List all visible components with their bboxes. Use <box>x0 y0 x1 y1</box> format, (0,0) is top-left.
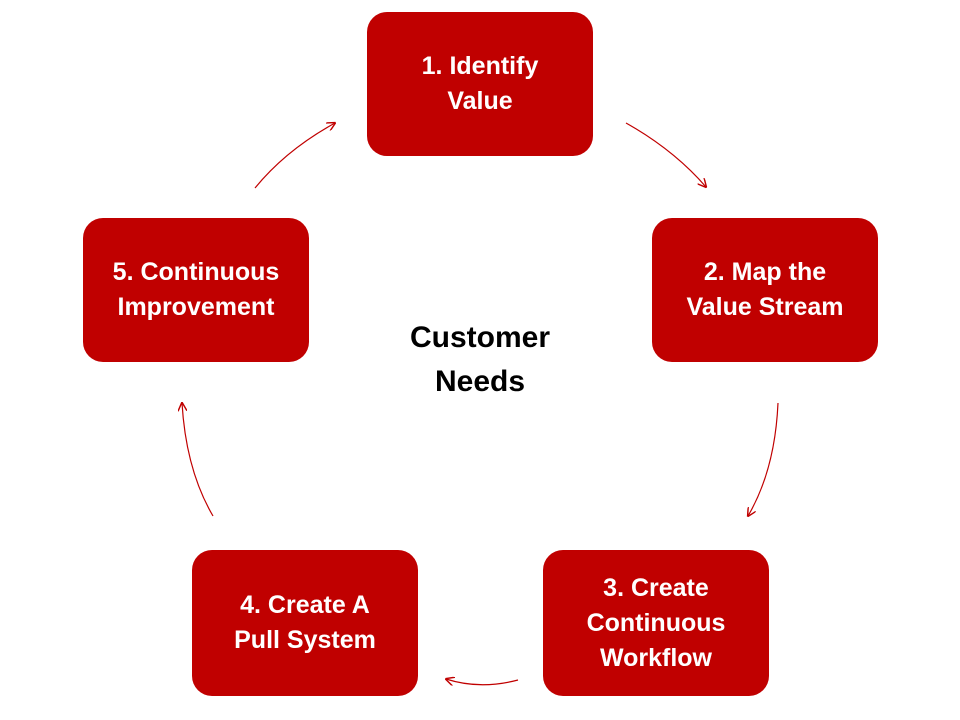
step-label-line: 1. Identify <box>421 52 539 80</box>
step-label-line: 2. Map the <box>703 258 827 286</box>
step-label-line: Value Stream <box>686 293 844 321</box>
step-create-continuous-workflow: 3. Create Continuous Workflow <box>543 550 769 696</box>
arrow-4-to-5 <box>182 403 214 517</box>
step-label: 1. Identify Value <box>422 49 539 119</box>
step-label: 2. Map the Value Stream <box>686 255 843 325</box>
step-label-line: 4. Create A <box>240 591 370 619</box>
arrow-1-to-2 <box>625 122 706 187</box>
center-label-customer-needs: Customer Needs <box>360 316 600 404</box>
step-label-line: 3. Create <box>603 573 709 602</box>
step-label-line: 5. Continuous <box>112 258 280 286</box>
step-continuous-improvement: 5. Continuous Improvement <box>83 218 309 362</box>
step-identify-value: 1. Identify Value <box>367 12 593 156</box>
step-label: 5. Continuous Improvement <box>113 255 280 325</box>
step-label: 3. Create Continuous Workflow <box>587 571 726 676</box>
arrow-3-to-4 <box>446 679 519 685</box>
step-label-line: Continuous <box>586 608 726 637</box>
arrow-2-to-3 <box>748 402 779 516</box>
arrow-5-to-1 <box>254 123 335 189</box>
step-map-value-stream: 2. Map the Value Stream <box>652 218 878 362</box>
step-label-line: Workflow <box>599 643 713 672</box>
center-label-line: Customer <box>409 321 551 354</box>
step-label-line: Improvement <box>117 293 275 321</box>
step-label-line: Pull System <box>234 626 376 654</box>
step-label-line: Value <box>447 87 513 115</box>
step-label: 4. Create A Pull System <box>234 588 376 658</box>
center-label-line: Needs <box>434 365 526 398</box>
step-create-pull-system: 4. Create A Pull System <box>192 550 418 696</box>
